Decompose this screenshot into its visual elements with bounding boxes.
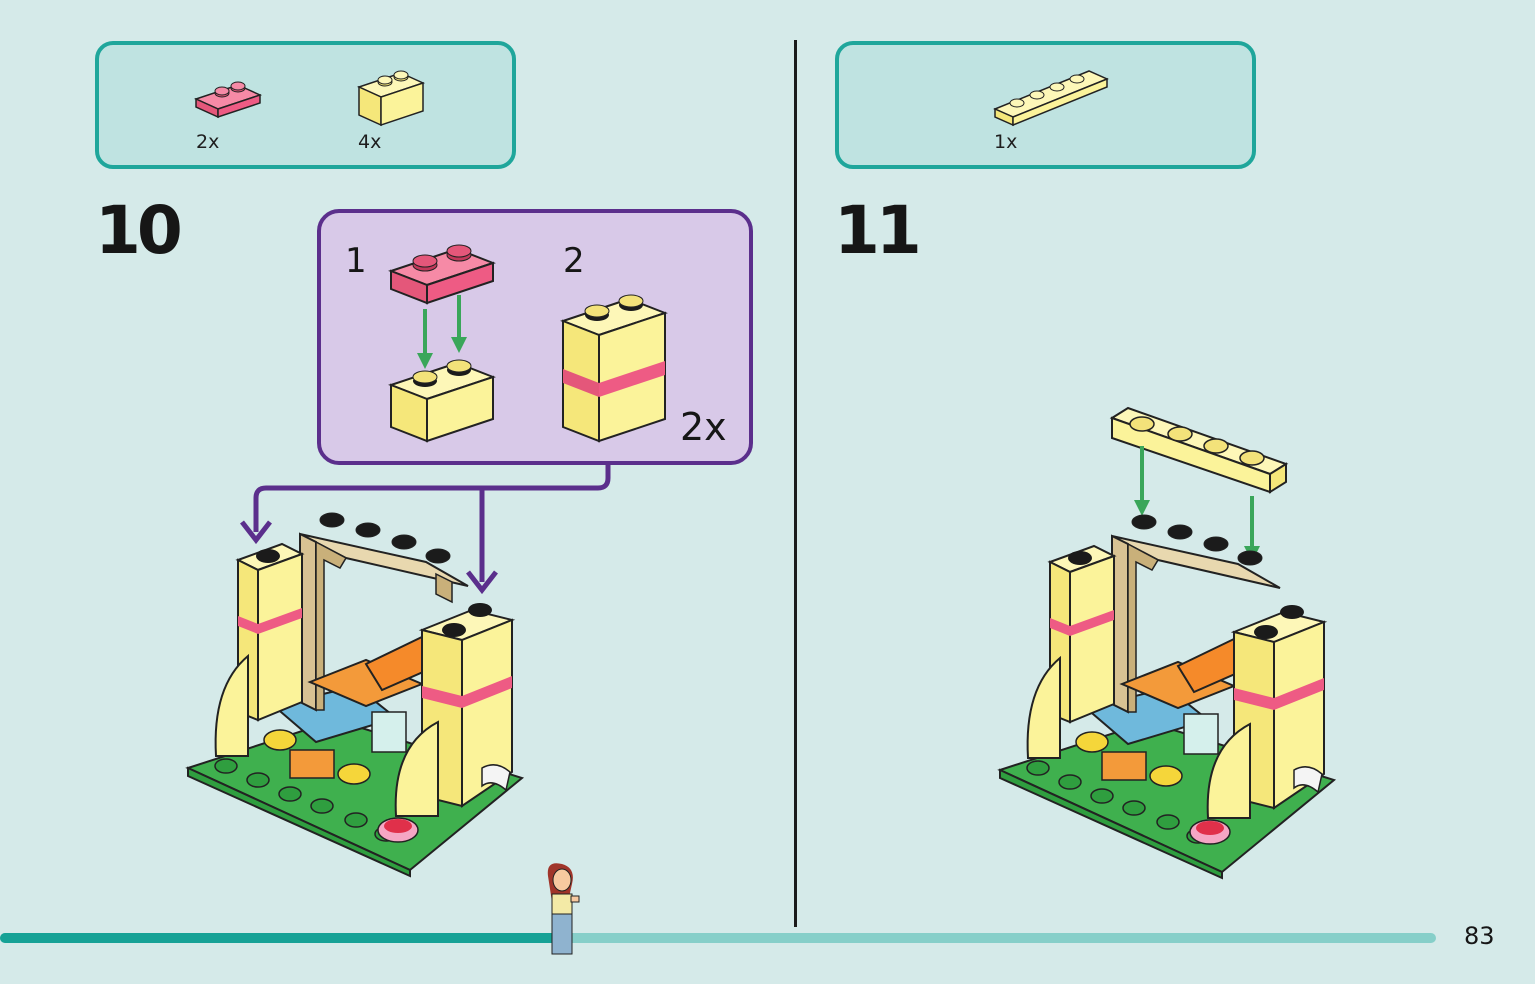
yellow-1x2-brick-icon bbox=[356, 70, 426, 127]
progress-fill bbox=[0, 933, 560, 943]
substep-1-illustration bbox=[388, 244, 496, 443]
progress-track bbox=[0, 933, 1436, 943]
step-number-10: 10 bbox=[95, 192, 183, 269]
column-divider bbox=[794, 40, 797, 927]
step-10-model-illustration bbox=[185, 512, 525, 878]
part-count-yellow-brick: 4x bbox=[358, 131, 382, 153]
minifigure-progress-marker-icon bbox=[547, 863, 580, 955]
part-count-yellow-plate: 1x bbox=[994, 131, 1018, 153]
yellow-1x4-plate-icon bbox=[993, 70, 1109, 127]
step-number-11: 11 bbox=[834, 192, 922, 269]
green-arrow-icon bbox=[417, 295, 467, 369]
yellow-brick-icon bbox=[388, 359, 496, 443]
parts-list-step-10: 2x 4x bbox=[95, 41, 516, 169]
sub-step-2-label: 2 bbox=[563, 241, 585, 281]
part-count-pink-plate: 2x bbox=[196, 131, 220, 153]
pink-1x2-plate-icon bbox=[193, 81, 263, 119]
parts-list-step-11: 1x bbox=[835, 41, 1256, 169]
sub-step-multiplier: 2x bbox=[680, 405, 727, 449]
sub-step-callout: 1 2 2x bbox=[317, 209, 753, 465]
substep-2-illustration bbox=[560, 294, 668, 443]
pink-plate-icon bbox=[388, 244, 496, 305]
page-number: 83 bbox=[1464, 922, 1495, 950]
step-11-model-illustration bbox=[997, 406, 1337, 880]
sub-step-1-label: 1 bbox=[345, 241, 367, 281]
